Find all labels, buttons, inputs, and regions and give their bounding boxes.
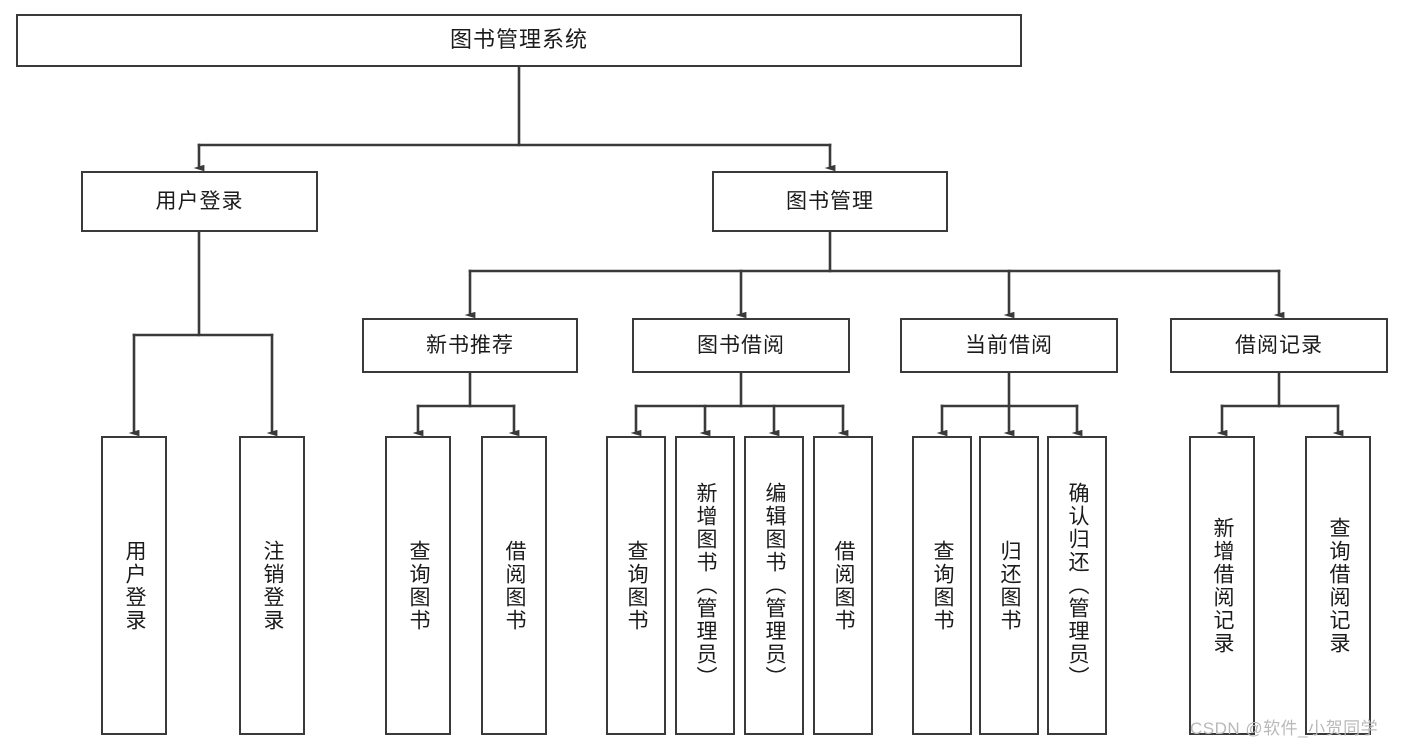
leaf-borrow-book-1[interactable]: 借阅图书 — [481, 436, 547, 735]
leaf-confirm-return[interactable]: 确认归还（管理员） — [1047, 436, 1107, 735]
leaf-user-logout-label: 注销登录 — [261, 539, 284, 632]
node-current-borrow[interactable]: 当前借阅 — [900, 318, 1118, 373]
node-current-borrow-label: 当前借阅 — [965, 333, 1053, 357]
leaf-user-login-label: 用户登录 — [123, 539, 146, 632]
leaf-confirm-return-label: 确认归还（管理员） — [1066, 482, 1089, 689]
node-root-label: 图书管理系统 — [449, 27, 588, 53]
leaf-borrow-book-2[interactable]: 借阅图书 — [813, 436, 873, 735]
node-book-borrow[interactable]: 图书借阅 — [632, 318, 850, 373]
node-book-borrow-label: 图书借阅 — [697, 333, 785, 357]
leaf-add-record-label: 新增借阅记录 — [1211, 516, 1234, 655]
node-new-book-rec[interactable]: 新书推荐 — [362, 318, 578, 373]
leaf-add-record[interactable]: 新增借阅记录 — [1189, 436, 1255, 735]
leaf-query-book-1-label: 查询图书 — [407, 539, 430, 632]
leaf-query-record[interactable]: 查询借阅记录 — [1305, 436, 1371, 735]
leaf-edit-book[interactable]: 编辑图书（管理员） — [744, 436, 804, 735]
node-book-admin-label: 图书管理 — [786, 189, 874, 213]
leaf-query-book-1[interactable]: 查询图书 — [385, 436, 451, 735]
node-borrow-record[interactable]: 借阅记录 — [1170, 318, 1388, 373]
leaf-user-login[interactable]: 用户登录 — [101, 436, 167, 735]
node-user-login[interactable]: 用户登录 — [81, 171, 318, 232]
leaf-edit-book-label: 编辑图书（管理员） — [763, 482, 786, 689]
leaf-user-logout[interactable]: 注销登录 — [239, 436, 305, 735]
node-borrow-record-label: 借阅记录 — [1235, 333, 1323, 357]
node-root[interactable]: 图书管理系统 — [16, 14, 1022, 67]
csdn-watermark: CSDN @软件_小贺同学 — [1190, 719, 1379, 738]
leaf-query-book-3-label: 查询图书 — [931, 539, 954, 632]
leaf-query-book-3[interactable]: 查询图书 — [912, 436, 972, 735]
leaf-return-book-label: 归还图书 — [998, 539, 1021, 632]
leaf-query-book-2[interactable]: 查询图书 — [606, 436, 666, 735]
node-user-login-label: 用户登录 — [155, 189, 244, 213]
node-book-admin[interactable]: 图书管理 — [712, 171, 948, 232]
leaf-borrow-book-2-label: 借阅图书 — [832, 539, 855, 632]
leaf-return-book[interactable]: 归还图书 — [979, 436, 1039, 735]
node-new-book-rec-label: 新书推荐 — [426, 333, 514, 357]
leaf-add-book-label: 新增图书（管理员） — [694, 482, 717, 689]
leaf-add-book[interactable]: 新增图书（管理员） — [675, 436, 735, 735]
leaf-query-record-label: 查询借阅记录 — [1327, 516, 1350, 655]
leaf-borrow-book-1-label: 借阅图书 — [503, 539, 526, 632]
leaf-query-book-2-label: 查询图书 — [625, 539, 648, 632]
